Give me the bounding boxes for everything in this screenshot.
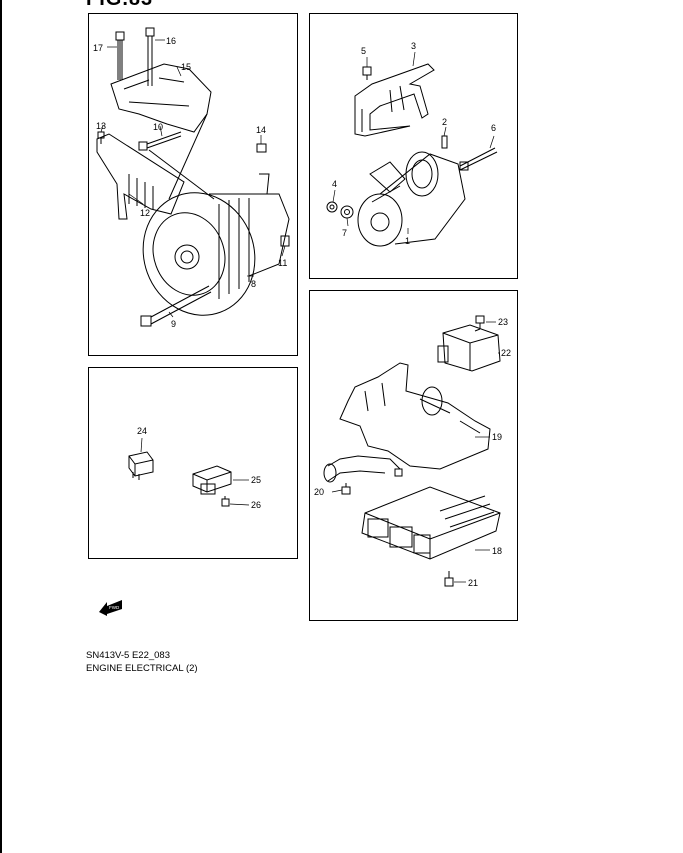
ecm-diagram: 23 22 19 20 18 21: [314, 315, 511, 588]
bracket-15-drawing: [110, 63, 212, 133]
callout-10: 10: [153, 122, 163, 132]
callout-18: 18: [492, 546, 502, 556]
alternator-diagram: 17 16 15 13 10 14 12 11 8 9: [93, 27, 290, 329]
callout-23: 23: [498, 317, 508, 327]
callout-9: 9: [171, 319, 176, 329]
callout-2: 2: [442, 117, 447, 127]
panel-ecm: 23 22 19 20 18 21: [309, 290, 518, 621]
nut-14-drawing: [256, 143, 267, 153]
module-22-drawing: [437, 324, 501, 372]
pin-2-drawing: [441, 135, 448, 149]
callout-22: 22: [501, 348, 511, 358]
bracket-12-drawing: [96, 133, 185, 220]
bolt-5-drawing: [362, 66, 372, 80]
callout-24: 24: [137, 426, 147, 436]
relay-24-drawing: [128, 451, 154, 480]
diagram-code: SN413V-5 E22_083: [86, 650, 170, 661]
bolt-10-drawing: [138, 131, 182, 151]
bolt-6-drawing: [459, 147, 498, 171]
callout-4: 4: [332, 179, 337, 189]
page-left-border: [0, 0, 2, 853]
bolt-20-drawing: [341, 483, 351, 495]
bolt-26-drawing: [221, 496, 230, 507]
bolt-17-drawing: [115, 31, 125, 80]
callout-8: 8: [251, 279, 256, 289]
panel-alternator: 17 16 15 13 10 14 12 11 8 9: [88, 13, 298, 356]
callout-25: 25: [251, 475, 261, 485]
callout-17: 17: [93, 43, 103, 53]
bracket-3-drawing: [354, 63, 435, 137]
callout-5: 5: [361, 46, 366, 56]
callout-20: 20: [314, 487, 324, 497]
callout-11: 11: [278, 258, 287, 268]
callout-13: 13: [96, 121, 106, 131]
panel-relay-sensor: 24 25 26: [88, 367, 298, 559]
callout-15: 15: [181, 62, 191, 72]
ecm-18-drawing: [361, 486, 501, 560]
relay-sensor-diagram: 24 25 26: [128, 426, 261, 510]
forward-arrow-label: FWD: [109, 605, 120, 610]
washer-7-drawing: [340, 205, 354, 219]
callout-7: 7: [342, 228, 347, 238]
starter-diagram: 5 3 2 6 4 7 1: [326, 41, 498, 247]
callout-26: 26: [251, 500, 261, 510]
alternator-8-drawing: [142, 173, 290, 316]
callout-19: 19: [492, 432, 502, 442]
callout-6: 6: [491, 123, 496, 133]
forward-arrow-icon: FWD: [99, 600, 122, 616]
bolt-16-drawing: [145, 27, 155, 86]
callout-16: 16: [166, 36, 176, 46]
starter-1-drawing: [357, 151, 466, 247]
figure-title: FIG.83: [86, 0, 153, 11]
panel-starter: 5 3 2 6 4 7 1: [309, 13, 518, 279]
callout-21: 21: [468, 578, 478, 588]
callout-14: 14: [256, 125, 266, 135]
bolt-9-drawing: [140, 285, 212, 327]
diagram-title: ENGINE ELECTRICAL (2): [86, 663, 198, 674]
callout-3: 3: [411, 41, 416, 51]
bolt-21-drawing: [444, 571, 454, 587]
callout-1: 1: [405, 236, 410, 246]
bolt-23-drawing: [475, 315, 485, 329]
nut-4-drawing: [326, 201, 338, 213]
bracket-19-drawing: [339, 362, 491, 470]
sensor-25-drawing: [192, 465, 232, 495]
callout-12: 12: [140, 208, 150, 218]
